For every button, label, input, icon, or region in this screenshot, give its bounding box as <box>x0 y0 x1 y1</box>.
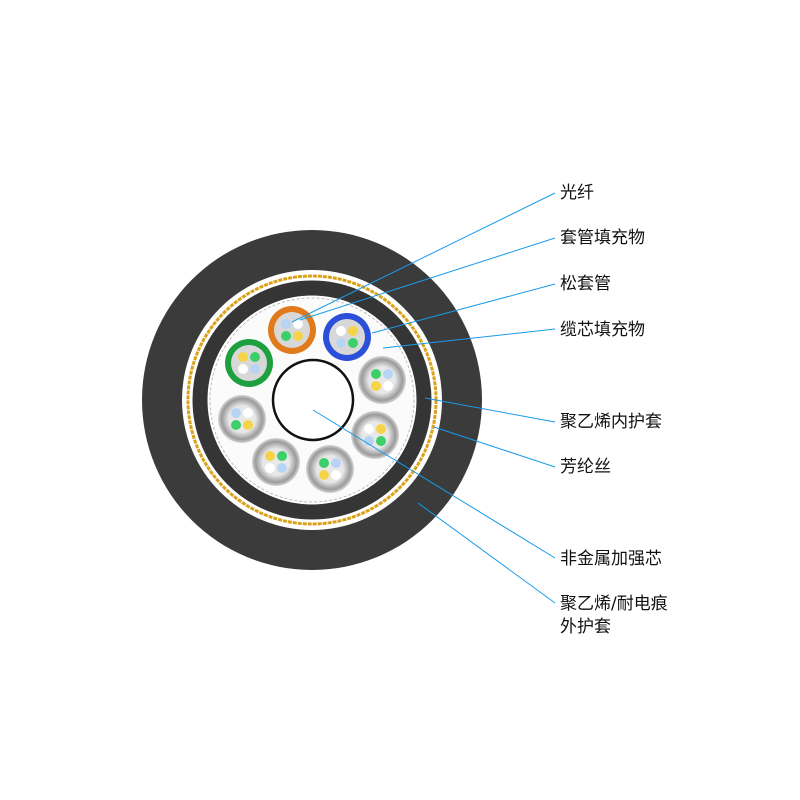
leader-line <box>417 502 556 604</box>
fiber <box>293 331 303 341</box>
loose-tube <box>358 356 406 404</box>
fiber <box>277 463 287 473</box>
fiber <box>281 331 291 341</box>
loose-tube <box>351 411 399 459</box>
fiber <box>231 420 241 430</box>
loose-tube <box>306 445 354 493</box>
fiber <box>376 436 386 446</box>
fiber <box>238 364 248 374</box>
loose-tube <box>268 306 316 354</box>
fiber <box>364 424 374 434</box>
fiber <box>348 338 358 348</box>
fiber <box>336 338 346 348</box>
fiber <box>376 424 386 434</box>
leader-line <box>312 409 556 559</box>
fiber <box>281 319 291 329</box>
fiber <box>383 381 393 391</box>
fiber <box>331 458 341 468</box>
fiber <box>293 319 303 329</box>
leader-line <box>299 237 556 321</box>
fiber <box>319 458 329 468</box>
fiber <box>231 408 241 418</box>
label-aramid: 芳纶丝 <box>560 457 611 477</box>
label-outer-sheath-2: 外护套 <box>560 617 611 637</box>
loose-tube <box>323 313 371 361</box>
label-pe-inner-sheath: 聚乙烯内护套 <box>560 412 662 432</box>
fiber <box>238 352 248 362</box>
loose-tube <box>225 339 273 387</box>
fiber <box>371 381 381 391</box>
leader-line <box>291 192 556 323</box>
label-fiber: 光纤 <box>560 183 594 203</box>
fiber <box>319 470 329 480</box>
fiber <box>336 326 346 336</box>
leader-line <box>382 328 556 349</box>
fiber <box>383 369 393 379</box>
fiber <box>348 326 358 336</box>
fiber <box>371 369 381 379</box>
fiber <box>331 470 341 480</box>
fiber <box>243 420 253 430</box>
leader-line <box>433 426 556 468</box>
fiber <box>243 408 253 418</box>
label-strength-member: 非金属加强芯 <box>560 549 662 569</box>
label-core-filler: 缆芯填充物 <box>560 320 645 340</box>
label-tube-filler: 套管填充物 <box>560 228 645 248</box>
leader-line <box>371 283 556 334</box>
fiber <box>250 364 260 374</box>
label-loose-tube: 松套管 <box>560 274 611 294</box>
label-outer-sheath-1: 聚乙烯/耐电痕 <box>560 594 668 614</box>
inner-sheath <box>192 280 432 520</box>
fiber <box>250 352 260 362</box>
fiber <box>364 436 374 446</box>
fiber <box>277 451 287 461</box>
leader-line <box>424 397 556 423</box>
fiber <box>265 463 275 473</box>
loose-tube <box>218 395 266 443</box>
fiber <box>265 451 275 461</box>
strength-member <box>271 358 355 442</box>
loose-tube <box>252 438 300 486</box>
